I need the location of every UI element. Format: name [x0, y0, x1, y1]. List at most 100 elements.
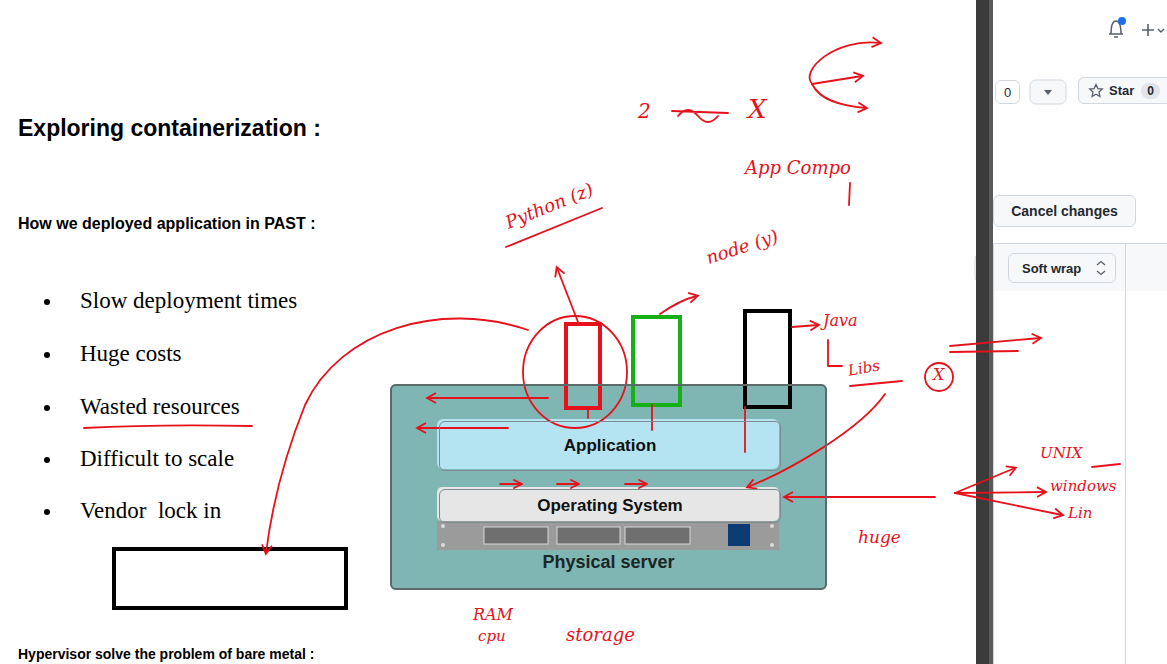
handwritten-note: 2	[638, 100, 651, 123]
red-annotations	[84, 425, 252, 428]
wrap-select: Soft wrap	[1008, 253, 1116, 283]
red-annotations	[850, 381, 902, 386]
github-panel	[1030, 80, 1066, 104]
container-boxes	[745, 311, 790, 407]
container-boxes	[633, 317, 680, 405]
red-annotations	[748, 394, 885, 487]
bullet-item: Difficult to scale	[80, 446, 234, 472]
red-annotations	[557, 268, 578, 322]
button-label: Cancel changes	[1011, 203, 1118, 219]
red-annotations	[651, 405, 653, 430]
os-layer: Operating System	[439, 489, 781, 523]
red-annotations	[828, 340, 842, 366]
star-icon	[1088, 83, 1104, 99]
red-annotations	[523, 316, 627, 428]
red-annotations	[955, 493, 1062, 515]
handwritten-note: Libs	[847, 357, 882, 380]
github-panel	[976, 0, 993, 664]
red-annotations	[792, 325, 818, 327]
server-hardware	[437, 521, 779, 550]
count-value: 0	[1004, 85, 1011, 100]
star-icon	[1090, 84, 1103, 96]
red-annotations	[660, 296, 697, 314]
empty-box	[114, 549, 346, 608]
red-annotations	[266, 319, 528, 553]
cancel-button: Cancel changes	[993, 195, 1136, 227]
handwritten-note: RAM	[473, 606, 513, 624]
bullet-item: Slow deployment times	[80, 288, 297, 314]
handwritten-note: X	[933, 366, 944, 384]
bullet-item: Huge costs	[80, 341, 182, 367]
handwritten-note: X	[748, 95, 767, 125]
red-annotations	[500, 480, 522, 488]
github-panel	[975, 0, 1167, 664]
server-hardware	[437, 521, 779, 550]
github-panel	[1125, 243, 1126, 664]
star-button: Star 0	[1078, 77, 1167, 104]
server-hardware	[770, 543, 774, 547]
bullet-dots	[44, 405, 50, 411]
handwritten-note: Java	[823, 312, 858, 330]
server-fills	[437, 487, 779, 521]
red-annotations	[557, 480, 579, 488]
red-annotations	[587, 408, 589, 418]
server-box: Physical server ApplicationOperating Syst…	[390, 384, 827, 590]
caret-icon	[1093, 260, 1109, 276]
red-annotations	[785, 496, 935, 498]
handwritten-note: windows	[1050, 478, 1116, 495]
bullet-dots	[44, 299, 50, 515]
red-annotations	[812, 76, 862, 84]
server-hardware	[728, 524, 750, 546]
github-panel	[989, 0, 993, 664]
server-hardware	[770, 524, 774, 528]
red-annotations	[418, 427, 508, 429]
github-panel	[1142, 24, 1154, 36]
handwritten-note: Python (z)	[503, 179, 597, 233]
red-annotations	[950, 338, 1040, 346]
button-label: Star	[1109, 83, 1134, 98]
github-panel	[1118, 17, 1126, 25]
count-box: 0	[995, 80, 1020, 104]
red-annotations	[625, 480, 647, 488]
handwritten-note: UNIX	[1040, 445, 1082, 462]
red-annotations	[950, 351, 1018, 352]
handwritten-note: node (y)	[704, 226, 781, 269]
bullet-dots	[44, 299, 50, 305]
handwritten-note: huge	[858, 528, 901, 548]
red-annotations	[955, 492, 1045, 493]
github-panel	[1158, 29, 1164, 32]
red-annotations	[810, 42, 880, 84]
bullet-dots	[44, 352, 50, 358]
red-annotations	[849, 183, 850, 205]
red-annotations	[925, 363, 953, 391]
bullet-item: Vendor lock in	[80, 498, 221, 524]
layer-label: Application	[564, 436, 657, 456]
handwritten-note: storage	[566, 625, 635, 646]
server-hardware	[625, 527, 690, 544]
container-boxes	[566, 324, 600, 408]
handwritten-note: App Compo	[745, 158, 851, 179]
server-hardware	[441, 524, 445, 528]
github-panel	[994, 244, 1167, 664]
server-hardware	[441, 543, 445, 547]
layer-label: Operating System	[537, 496, 683, 516]
star-count: 0	[1141, 83, 1160, 99]
server-hardware	[484, 527, 548, 544]
red-annotations	[1092, 464, 1120, 467]
red-annotations	[812, 84, 866, 108]
section-heading: How we deployed application in PAST :	[18, 215, 316, 233]
bullet-item: Wasted resources	[80, 394, 240, 420]
select-label: Soft wrap	[1022, 261, 1081, 276]
caret-icon	[1097, 262, 1105, 275]
container-boxes	[566, 311, 790, 408]
server-hardware	[557, 527, 620, 544]
red-annotations	[672, 110, 728, 122]
github-panel	[994, 244, 1167, 291]
red-annotations	[744, 407, 746, 452]
server-label: Physical server	[392, 552, 825, 573]
handwritten-note: Lin	[1068, 505, 1092, 522]
slide-title: Exploring containerization :	[18, 115, 321, 142]
red-annotations	[955, 468, 1015, 493]
bullet-dots	[44, 509, 50, 515]
